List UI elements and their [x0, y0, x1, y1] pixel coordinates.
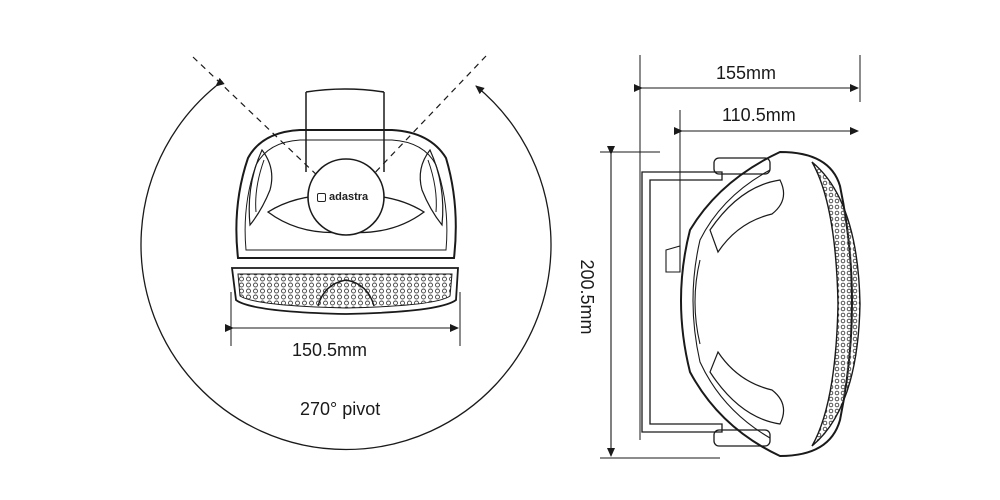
brand-name: adastra: [329, 191, 369, 203]
left-fin-inner: [255, 159, 265, 213]
wall-bracket: [305, 88, 385, 172]
grille-center-bulge: [317, 279, 375, 307]
pivot-line-right: [367, 55, 487, 181]
speaker-body-outline: [235, 129, 457, 259]
mount-tab: [665, 245, 681, 273]
side-view: [600, 55, 861, 459]
left-fin: [248, 148, 273, 227]
side-body-inner: [692, 169, 771, 439]
height-label: 200.5mm: [577, 259, 597, 335]
brand-mark-icon: [317, 193, 326, 202]
side-bracket: [641, 171, 723, 433]
side-rear-curve: [694, 259, 701, 345]
body-depth-label: 110.5mm: [722, 105, 796, 125]
speaker-body-inner: [244, 139, 448, 251]
front-grille-mesh: [237, 273, 453, 309]
side-upper-scoop: [709, 179, 785, 254]
pivot-label: 270° pivot: [300, 399, 381, 419]
right-fin-inner: [427, 159, 437, 213]
side-lower-scoop: [709, 350, 785, 425]
brand-logo: adastra: [317, 192, 368, 203]
front-view: [140, 55, 552, 451]
front-width-label: 150.5mm: [292, 340, 368, 360]
side-grille: [811, 161, 861, 447]
right-fin: [419, 148, 444, 227]
center-hub: [307, 158, 385, 236]
total-depth-label: 155mm: [716, 63, 777, 83]
pivot-arc: [140, 77, 552, 451]
pivot-line-left: [192, 56, 323, 181]
